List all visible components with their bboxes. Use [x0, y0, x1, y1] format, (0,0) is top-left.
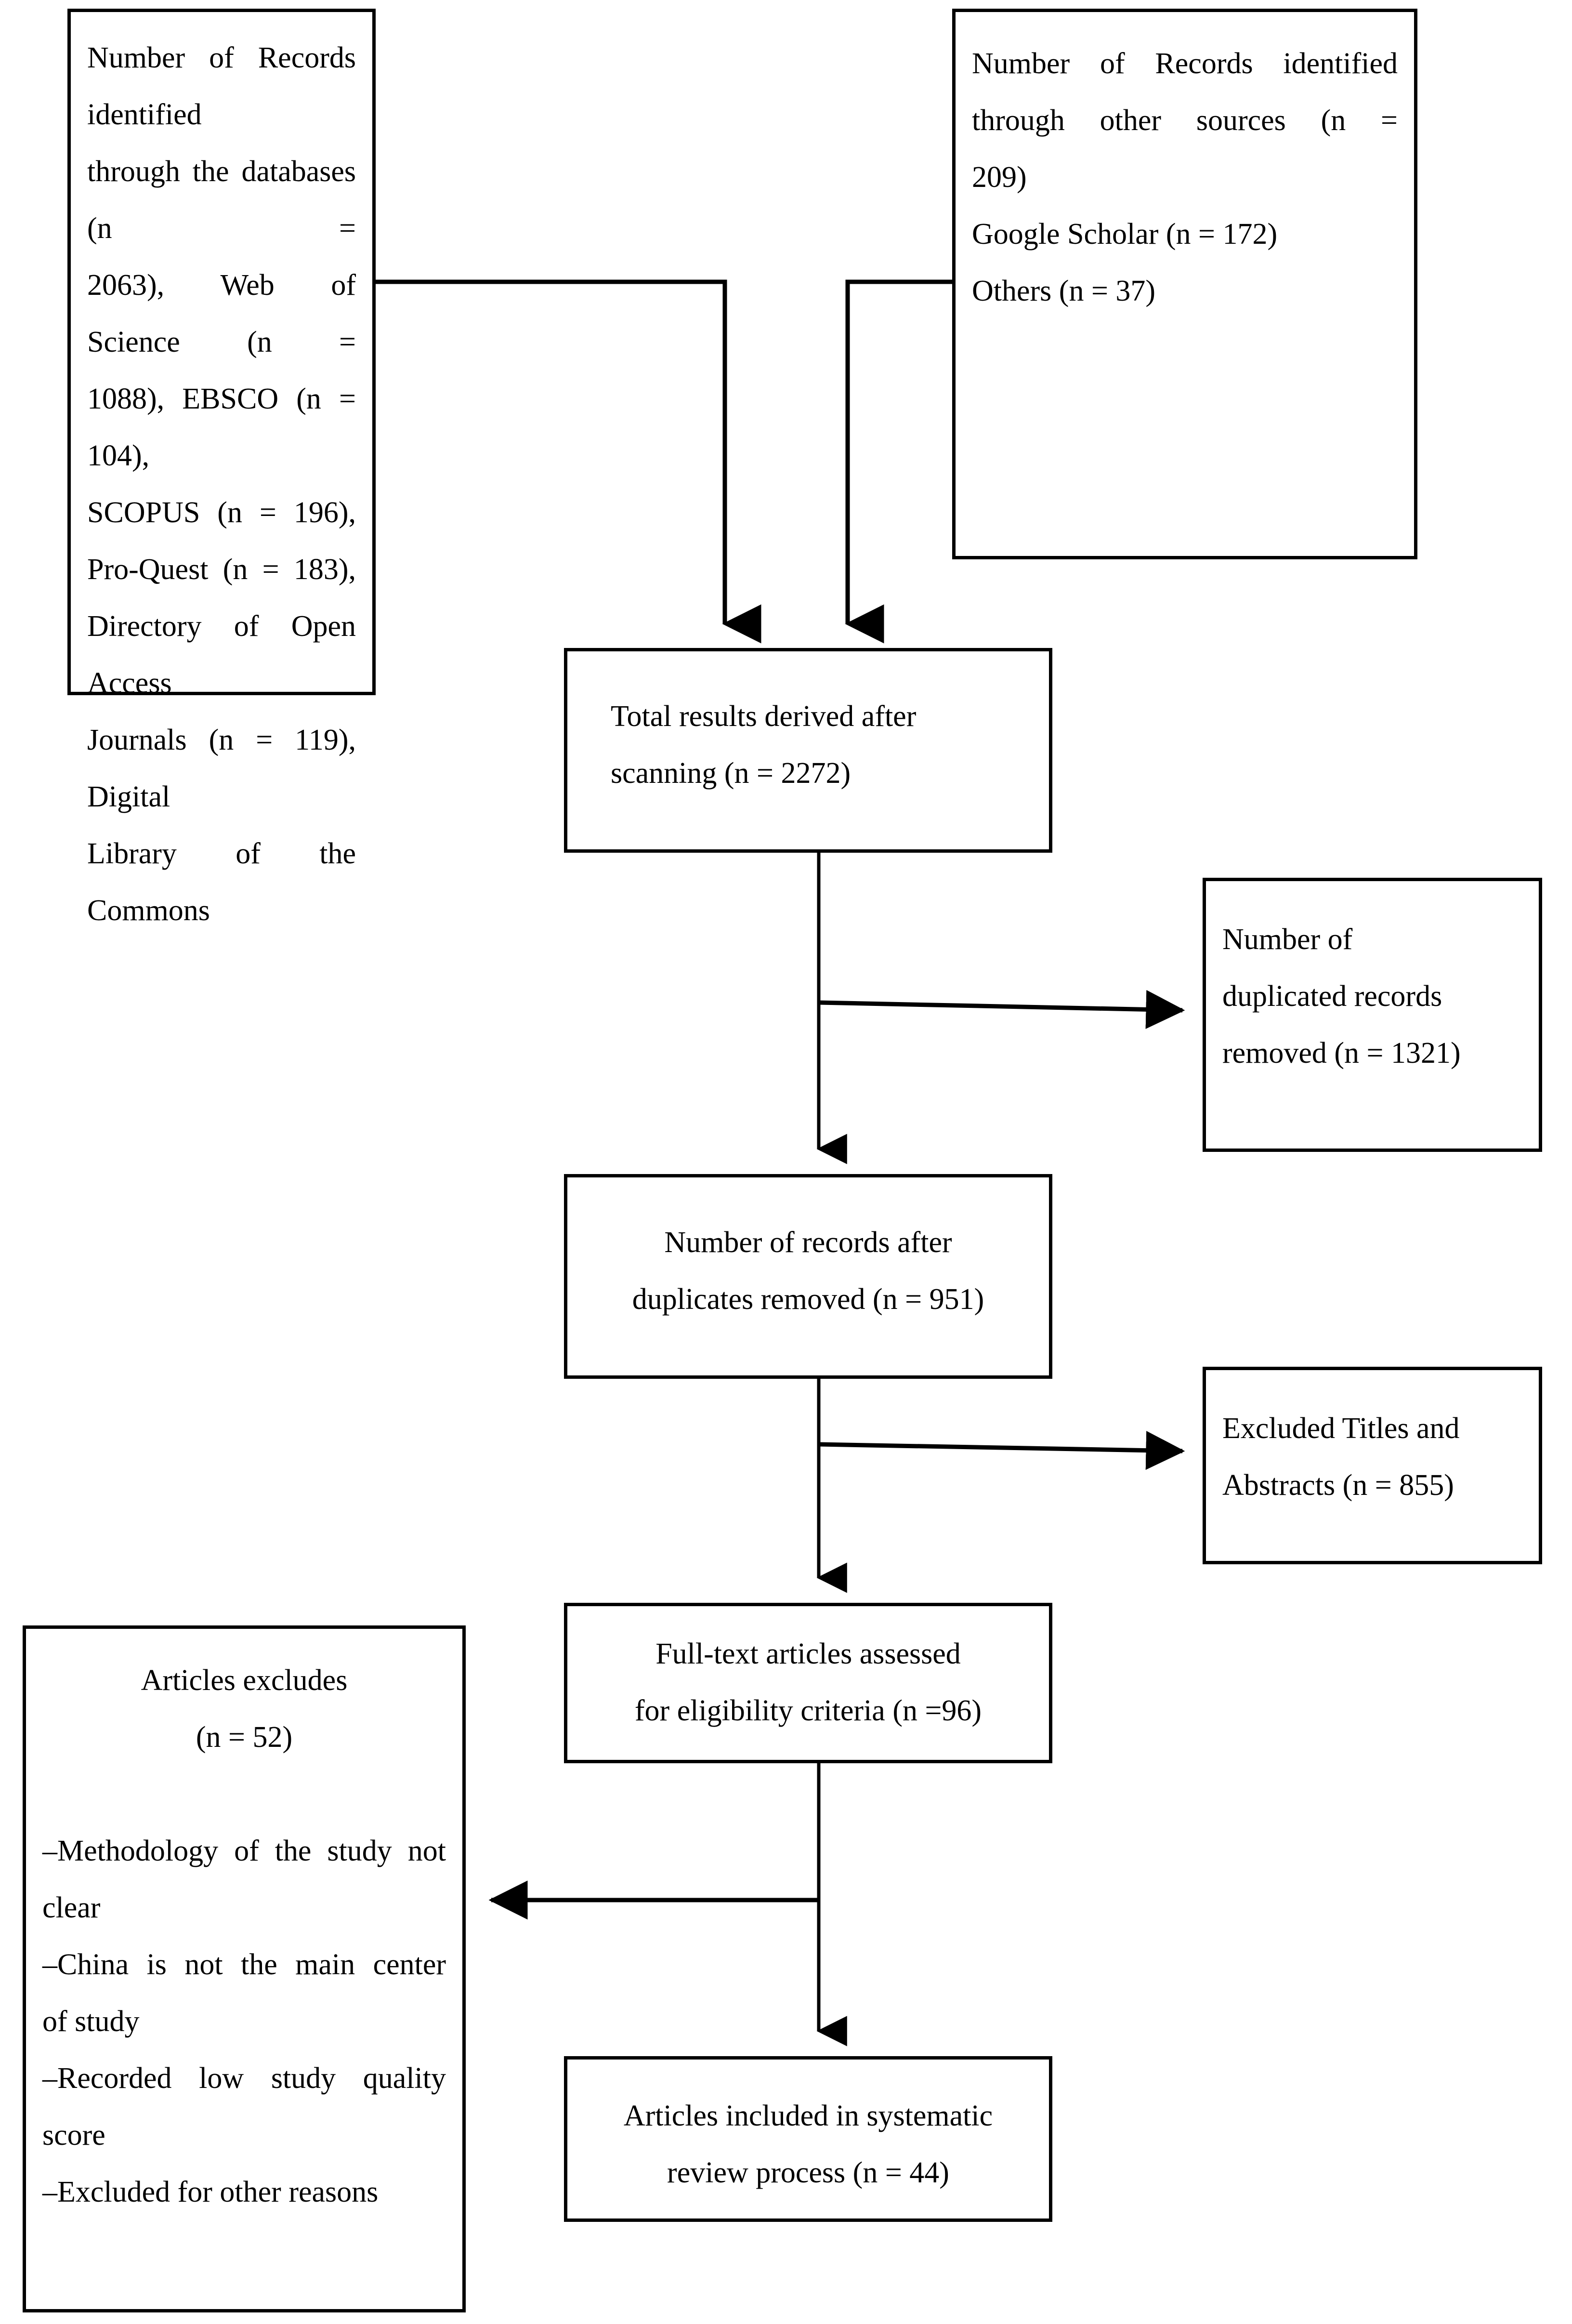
fulltext-line-2: for eligibility criteria (n =96) — [634, 1694, 982, 1727]
articles-excluded-reason-4-line-1: –Excluded for other reasons — [42, 2176, 379, 2208]
articles-excluded-reason-3-line-2: score — [42, 2119, 105, 2152]
articles-excluded-reason-1-line-1: –Methodology of the study not — [42, 1835, 446, 1867]
other-sources-line-1: Number of Records identified — [972, 47, 1398, 80]
articles-excluded-reason-1-line-2: clear — [42, 1891, 101, 1924]
total-results-line-2: scanning (n = 2272) — [611, 757, 851, 790]
node-records-after-duplicates-removed[interactable]: Number of records after duplicates remov… — [564, 1174, 1052, 1379]
node-excluded-titles-and-abstracts[interactable]: Excluded Titles and Abstracts (n = 855) — [1203, 1367, 1542, 1564]
fulltext-line-1: Full-text articles assessed — [655, 1637, 961, 1670]
other-sources-others: Others (n = 37) — [972, 275, 1156, 307]
node-articles-excluded[interactable]: Articles excludes (n = 52) –Methodology … — [23, 1625, 466, 2312]
duplicates-line-1: Number of — [1222, 923, 1353, 956]
node-articles-included-systematic-review[interactable]: Articles included in systematic review p… — [564, 2056, 1052, 2222]
articles-excluded-reason-2-line-1: –China is not the main center — [42, 1948, 446, 1981]
databases-line-6: Pro-Quest (n = 183), — [87, 553, 356, 586]
other-sources-line-2: through other sources (n = — [972, 104, 1398, 137]
other-sources-google-scholar: Google Scholar (n = 172) — [972, 218, 1278, 251]
records-after-line-2: duplicates removed (n = 951) — [632, 1283, 984, 1316]
included-line-1: Articles included in systematic — [623, 2100, 993, 2132]
databases-line-2: through the databases (n = — [87, 155, 356, 245]
databases-line-5: SCOPUS (n = 196), — [87, 496, 356, 529]
included-line-2: review process (n = 44) — [667, 2156, 949, 2189]
excluded-titles-line-2: Abstracts (n = 855) — [1222, 1469, 1454, 1502]
connector-total-to-duplicates — [818, 990, 1185, 1029]
node-fulltext-articles-assessed[interactable]: Full-text articles assessed for eligibil… — [564, 1603, 1052, 1763]
articles-excluded-count: (n = 52) — [196, 1721, 293, 1754]
articles-excluded-spacer — [42, 1766, 446, 1822]
articles-excluded-reason-3-line-1: –Recorded low study quality — [42, 2062, 446, 2095]
total-results-line-1: Total results derived after — [611, 700, 917, 733]
databases-line-3: 2063), Web of Science (n = — [87, 269, 356, 358]
node-records-identified-databases[interactable]: Number of Records identified through the… — [67, 9, 376, 927]
databases-line-4: 1088), EBSCO (n = 104), — [87, 383, 356, 472]
duplicates-line-2: duplicated records — [1222, 980, 1442, 1013]
connector-databases-to-total — [376, 279, 761, 644]
node-total-results-after-scanning[interactable]: Total results derived after scanning (n … — [564, 648, 1052, 853]
databases-line-1: Number of Records identified — [87, 41, 356, 131]
databases-line-9: Library of the Commons — [87, 837, 356, 927]
databases-line-7: Directory of Open Access — [87, 610, 356, 700]
articles-excluded-reason-2-line-2: of study — [42, 2005, 140, 2038]
records-after-line-1: Number of records after — [664, 1226, 952, 1259]
connector-other-sources-to-total — [845, 279, 952, 644]
databases-line-8: Journals (n = 119), Digital — [87, 724, 356, 813]
excluded-titles-line-1: Excluded Titles and — [1222, 1412, 1460, 1445]
connector-records-after-to-excluded-titles — [818, 1431, 1185, 1470]
node-records-identified-other-sources[interactable]: Number of Records identified through oth… — [952, 9, 1417, 559]
articles-excluded-heading: Articles excludes — [141, 1664, 348, 1697]
node-duplicated-records-removed[interactable]: Number of duplicated records removed (n … — [1203, 878, 1542, 1152]
other-sources-line-3: 209) — [972, 161, 1027, 194]
duplicates-line-3: removed (n = 1321) — [1222, 1037, 1461, 1070]
